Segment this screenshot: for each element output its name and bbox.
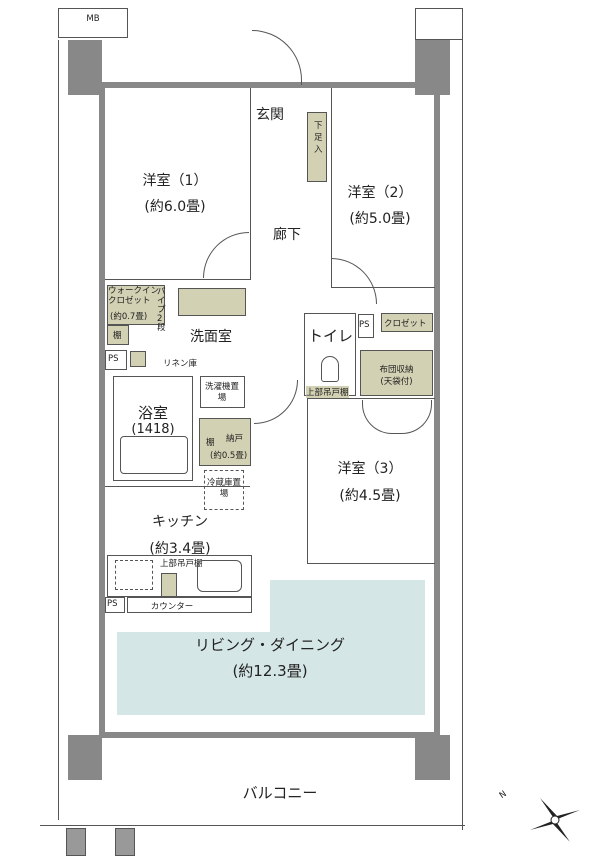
ldk-floor-upper — [270, 580, 425, 635]
walkin-closet — [107, 285, 165, 325]
outer-wall-line-left — [58, 40, 59, 820]
futon-label: 布団収納 — [379, 365, 414, 375]
vanity — [178, 288, 246, 316]
balcony-rail — [66, 828, 86, 856]
balcony-label: バルコニー — [242, 784, 318, 802]
shoe-storage — [307, 112, 327, 182]
linen-label: リネン庫 — [163, 359, 198, 369]
room-2-name: 洋室（2） — [347, 185, 413, 201]
laundry-label: 洗濯機置場 — [204, 382, 239, 403]
fridge-space — [204, 470, 244, 510]
north-label: N — [497, 789, 509, 801]
ps-3-label: PS — [107, 599, 118, 609]
kitchen-counter — [107, 555, 252, 597]
entrance-label: 玄関 — [256, 107, 284, 123]
kitchen-size: (約3.4畳) — [149, 541, 211, 557]
futon-note: (天袋付) — [380, 377, 413, 387]
ps-1-label: PS — [108, 354, 119, 364]
ps-2-label: PS — [359, 320, 370, 330]
stove[interactable] — [115, 560, 153, 590]
room-2-size: (約5.0畳) — [349, 211, 411, 227]
upper-cabinet — [161, 573, 177, 597]
room-1 — [105, 88, 251, 280]
room-3 — [307, 398, 435, 564]
washroom-label: 洗面室 — [190, 329, 232, 345]
kitchen-area — [105, 486, 250, 487]
ps-1 — [105, 350, 127, 370]
ldk-floor — [117, 632, 425, 715]
pantry-size: (約0.5畳) — [210, 451, 248, 461]
balcony-rail-2 — [115, 828, 135, 856]
toilet-bowl[interactable] — [321, 356, 339, 382]
shoe-storage-label: 下足入 — [314, 121, 323, 155]
pantry-label: 納戸 — [226, 434, 244, 444]
room-3-door[interactable] — [254, 380, 298, 424]
pantry-shelf-label: 棚 — [206, 438, 215, 448]
bath-name: 浴室 — [137, 404, 168, 422]
entrance-door[interactable] — [252, 30, 302, 85]
bathroom — [113, 376, 193, 481]
bathtub[interactable] — [120, 436, 188, 474]
closet-label: クロゼット — [384, 319, 427, 329]
ps-2 — [358, 314, 374, 338]
room-1-size: (約6.0畳) — [144, 199, 206, 215]
pipe-space-label: パイプ2段 — [157, 287, 166, 333]
sink[interactable] — [197, 560, 242, 592]
outer-wall-line-right — [462, 40, 463, 830]
walkin-shelf-label: 棚 — [113, 331, 122, 341]
bottom-wall — [100, 732, 440, 738]
room-2 — [331, 88, 435, 288]
linen-storage — [130, 351, 146, 367]
ps-3 — [105, 597, 125, 613]
north-compass-icon — [530, 798, 580, 842]
counter — [127, 597, 252, 613]
right-wall — [434, 82, 440, 737]
balcony-right-column — [415, 735, 450, 780]
walkin-shelf — [107, 325, 129, 345]
walkin-closet-size: (約0.7畳) — [110, 312, 148, 322]
room-1-name: 洋室（1） — [142, 173, 208, 189]
balcony — [40, 825, 465, 855]
ldk-size: (約12.3畳) — [232, 662, 308, 680]
ldk-name: リビング・ダイニング — [194, 636, 345, 654]
room-3-name: 洋室（3） — [337, 461, 403, 477]
kitchen-shelf-label: 上部吊戸棚 — [160, 557, 203, 569]
closet — [381, 313, 433, 332]
balcony-left-column — [68, 735, 102, 780]
service-box — [415, 8, 463, 40]
room-3-size: (約4.5畳) — [339, 488, 401, 504]
pantry — [199, 418, 251, 466]
mb-label: MB — [86, 14, 100, 24]
left-column — [68, 40, 102, 95]
kitchen-name: キッチン — [152, 514, 208, 530]
futon-storage — [360, 350, 433, 396]
corridor-label: 廊下 — [273, 227, 301, 243]
toilet-shelf-label: 上部吊戸棚 — [306, 386, 349, 398]
walkin-closet-label: ウォークイン クロゼット — [108, 286, 160, 306]
mb-box — [58, 8, 128, 38]
fridge-label: 冷蔵庫置場 — [206, 478, 241, 499]
laundry-space — [200, 376, 245, 408]
top-wall — [100, 82, 440, 88]
left-wall — [99, 82, 105, 737]
counter-label: カウンター — [150, 602, 194, 612]
toilet-label: トイレ — [308, 327, 354, 345]
bath-size: (1418) — [131, 422, 175, 437]
